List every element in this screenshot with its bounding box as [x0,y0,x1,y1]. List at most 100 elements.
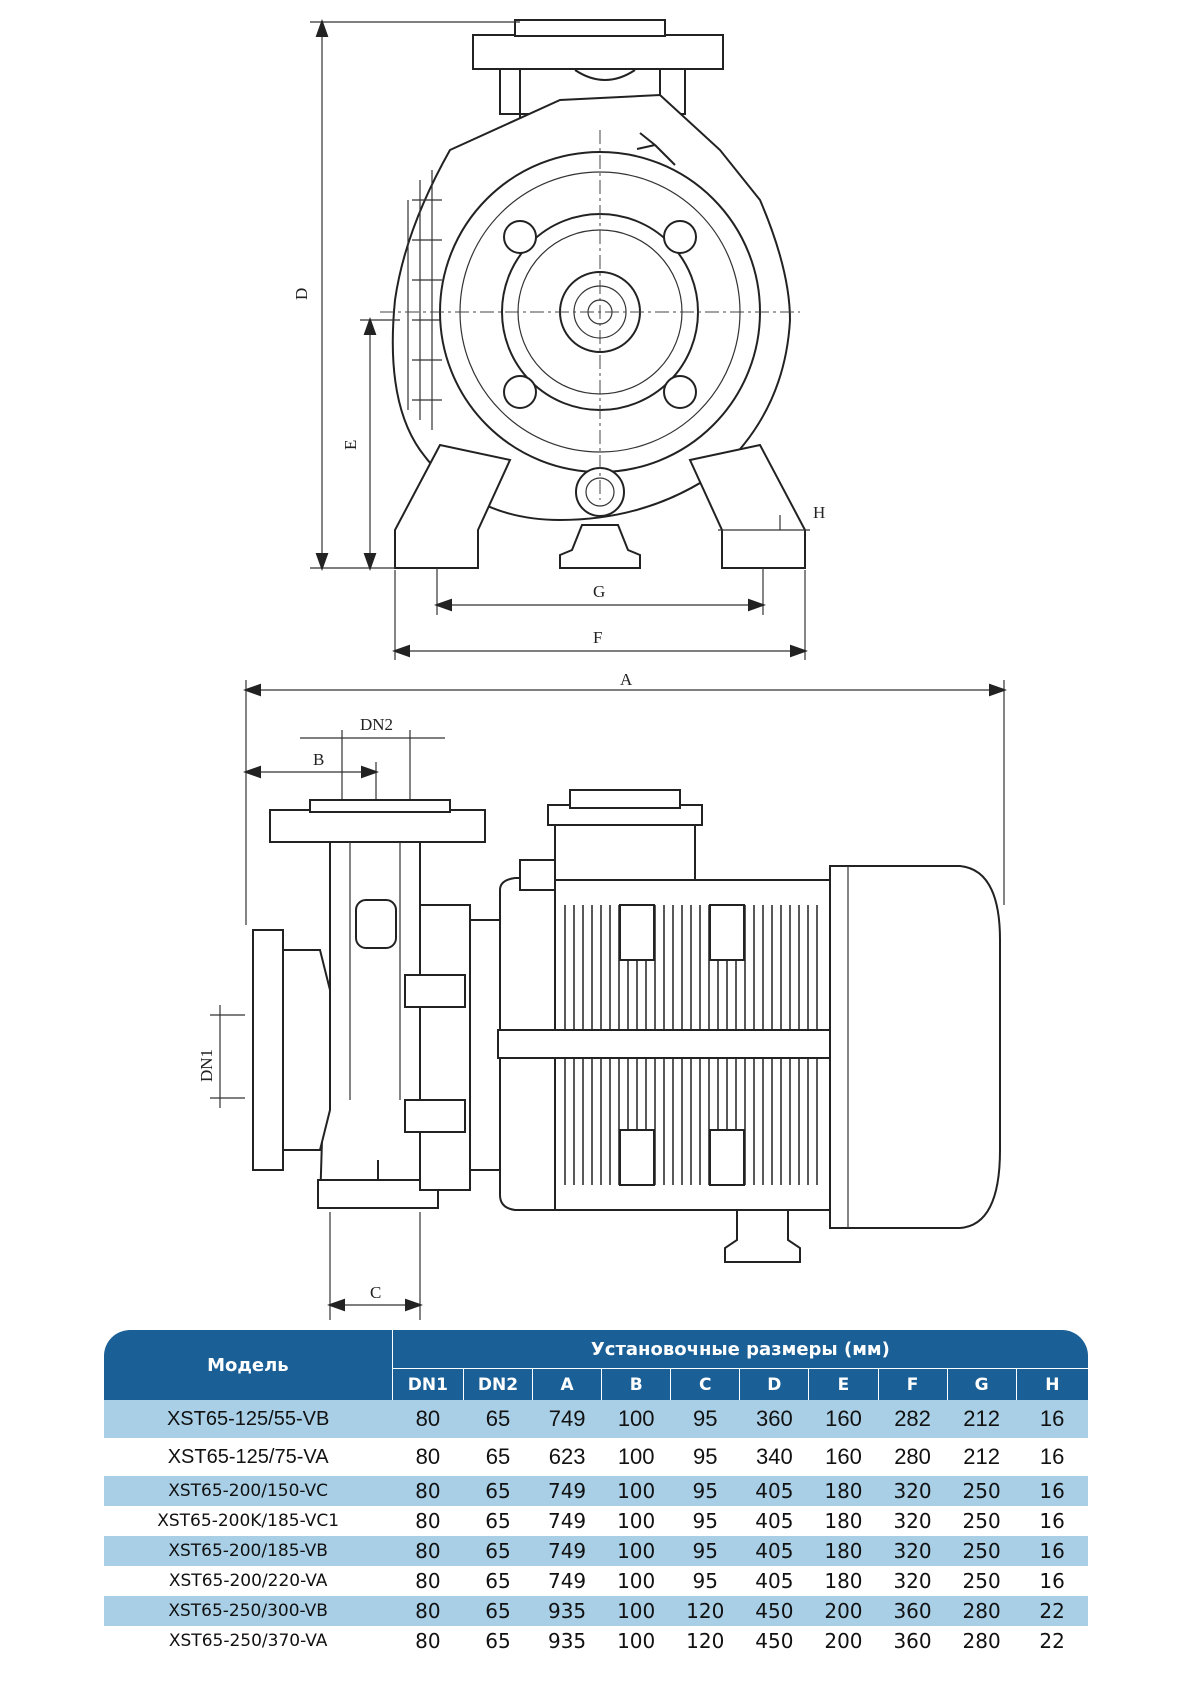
value-cell-d: 360 [739,1400,809,1438]
pump-side-view: A DN2 B DN1 C [197,670,1007,1320]
column-header-dn1: DN1 [392,1368,464,1400]
dim-label-g: G [593,582,605,601]
value-cell-e: 180 [824,1509,863,1533]
value-cell-dn1: 80 [415,1444,441,1469]
value-cell-c: 95 [693,1444,718,1469]
value-cell-d: 340 [756,1444,793,1469]
value-cell-b: 100 [601,1476,671,1506]
value-cell-b: 100 [601,1596,671,1626]
value-cell-h: 16 [1039,1569,1065,1593]
value-cell-dn1: 80 [392,1476,464,1506]
value-cell-d: 405 [755,1509,794,1533]
value-cell-f: 320 [878,1536,948,1566]
dim-label-f: F [593,628,602,647]
value-cell-c: 95 [670,1400,740,1438]
value-cell-b: 100 [617,1569,656,1593]
value-cell-dn2: 65 [463,1596,533,1626]
value-cell-dn2: 65 [485,1569,511,1593]
dim-label-dn2: DN2 [360,715,393,734]
value-cell-d: 450 [755,1629,794,1653]
column-header-b: B [601,1368,672,1400]
value-cell-dn2: 65 [485,1444,511,1469]
value-cell-a: 749 [532,1476,602,1506]
value-cell-a: 935 [532,1596,602,1626]
rib-marks [407,170,442,430]
model-column-header: Модель [104,1330,393,1400]
column-header-g: G [947,1368,1017,1400]
value-cell-dn2: 65 [463,1536,533,1566]
value-cell-a: 749 [532,1400,602,1438]
value-cell-a: 749 [547,1569,587,1593]
value-cell-dn1: 80 [415,1509,441,1533]
pump-technical-drawings: D E H G F A DN2 [197,19,1007,1320]
value-cell-c: 120 [686,1629,725,1653]
value-cell-e: 200 [824,1629,863,1653]
dim-label-h: H [813,503,825,522]
value-cell-dn2: 65 [463,1476,533,1506]
value-cell-c: 95 [670,1476,740,1506]
value-cell-f: 280 [894,1444,931,1469]
value-cell-h: 16 [1016,1536,1088,1566]
value-cell-e: 200 [808,1596,878,1626]
value-cell-g: 280 [947,1596,1017,1626]
value-cell-a: 935 [547,1629,587,1653]
dim-label-d: D [292,288,311,300]
value-cell-b: 100 [601,1400,671,1438]
value-cell-h: 16 [1016,1476,1088,1506]
value-cell-b: 100 [617,1629,656,1653]
value-cell-h: 22 [1039,1629,1065,1653]
column-header-dn2: DN2 [463,1368,534,1400]
value-cell-e: 180 [808,1476,878,1506]
model-cell: XST65-200/185-VB [104,1536,393,1566]
column-header-e: E [808,1368,879,1400]
value-cell-h: 16 [1039,1509,1065,1533]
model-cell: XST65-200K/185-VC1 [157,1511,340,1531]
value-cell-d: 405 [739,1476,809,1506]
column-header-f: F [878,1368,948,1400]
value-cell-dn1: 80 [392,1400,464,1438]
value-cell-e: 160 [825,1444,862,1469]
value-cell-g: 280 [962,1629,1001,1653]
value-cell-dn1: 80 [392,1536,464,1566]
value-cell-g: 250 [947,1536,1017,1566]
value-cell-dn2: 65 [485,1509,511,1533]
dimensions-group-header: Установочные размеры (мм) [590,1338,890,1360]
value-cell-d: 405 [755,1569,794,1593]
column-header-h: H [1016,1368,1088,1400]
column-header-c: C [670,1368,741,1400]
value-cell-b: 100 [601,1536,671,1566]
value-cell-f: 282 [878,1400,948,1438]
value-cell-g: 250 [962,1569,1001,1593]
value-cell-g: 212 [963,1444,1000,1469]
value-cell-e: 160 [808,1400,878,1438]
column-header-d: D [739,1368,810,1400]
value-cell-f: 320 [893,1509,932,1533]
value-cell-a: 623 [548,1444,586,1469]
value-cell-h: 16 [1039,1444,1065,1469]
dim-label-a: A [620,670,633,689]
model-cell: XST65-250/370-VA [168,1631,328,1651]
model-cell: XST65-200/150-VC [104,1476,393,1506]
model-cell: XST65-125/55-VB [104,1400,393,1438]
model-cell: XST65-250/300-VB [104,1596,393,1626]
value-cell-c: 95 [692,1569,718,1593]
dim-label-dn1: DN1 [197,1049,216,1082]
value-cell-g: 212 [947,1400,1017,1438]
value-cell-f: 360 [893,1629,932,1653]
value-cell-dn1: 80 [415,1629,441,1653]
value-cell-c: 95 [692,1509,718,1533]
model-cell: XST65-200/220-VA [168,1571,328,1591]
value-cell-d: 405 [739,1536,809,1566]
value-cell-a: 749 [532,1536,602,1566]
value-cell-h: 16 [1016,1400,1088,1438]
value-cell-b: 100 [617,1509,656,1533]
model-cell: XST65-125/75-VA [167,1445,329,1468]
value-cell-dn2: 65 [463,1400,533,1438]
